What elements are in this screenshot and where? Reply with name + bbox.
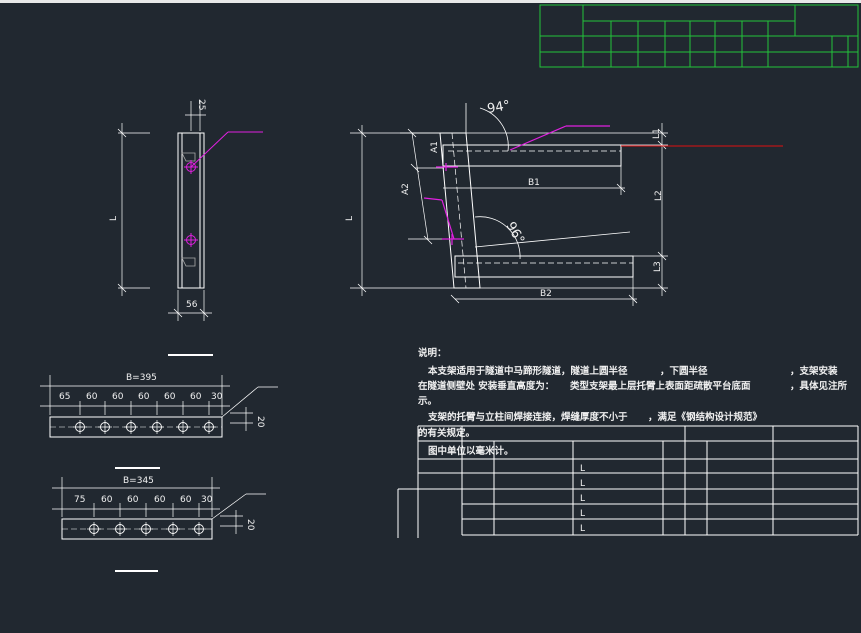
front-view-magenta-marks xyxy=(423,125,610,245)
plate-345-spacing: 30 xyxy=(201,495,213,505)
plate-345-side-dim: 20 xyxy=(245,519,255,531)
title-block-grid xyxy=(539,4,859,68)
table-mark: L xyxy=(580,464,585,474)
plate-345 xyxy=(52,477,266,572)
front-height-label: L xyxy=(345,216,355,221)
side-height-label: L xyxy=(109,216,119,221)
notes-line1-c: ，支架安装 xyxy=(790,365,838,377)
dim-l2: L2 xyxy=(654,190,664,201)
plate-395-spacing: 65 xyxy=(59,392,70,402)
plate-395-spacings: 65 60 60 60 60 60 30 xyxy=(59,392,223,402)
notes-block: 说明： 本支架适用于隧道中马蹄形隧道，隧道上圆半径 ，下圆半径 ，支架安装 在隧… xyxy=(418,347,848,457)
notes-line4: 支架的托臂与立柱间焊接连接，焊缝厚度不小于 xyxy=(427,411,628,423)
plate-345-spacing: 60 xyxy=(101,495,113,505)
plate-395-spacing: 60 xyxy=(190,392,202,402)
notes-line2: 在隧道侧壁处 安装垂直高度为： xyxy=(418,380,554,392)
dim-l1: L1 xyxy=(652,128,662,139)
dim-a2: A2 xyxy=(401,183,411,195)
plate-395-spacing: 60 xyxy=(86,392,98,402)
drawing-svg: 25 L 56 xyxy=(40,4,859,572)
angle-mid-label: 96° xyxy=(503,220,528,247)
table-mark: L xyxy=(580,494,585,504)
plate-395-total: B=395 xyxy=(126,373,157,383)
angle-top-label: 94° xyxy=(486,98,511,117)
plate-345-spacing: 60 xyxy=(154,495,166,505)
notes-title: 说明： xyxy=(418,347,447,359)
notes-line6: 图中单位以毫米计。 xyxy=(428,445,514,457)
plate-345-spacing: 60 xyxy=(127,495,139,505)
plate-345-spacing: 60 xyxy=(180,495,192,505)
plate-395-spacing: 60 xyxy=(164,392,176,402)
table-mark: L xyxy=(580,509,585,519)
notes-line5: 的有关规定。 xyxy=(418,427,475,439)
plate-345-spacing: 75 xyxy=(74,495,85,505)
side-view-magenta-marks xyxy=(184,131,263,247)
table-mark: L xyxy=(580,524,585,534)
spec-table xyxy=(397,425,859,538)
front-view xyxy=(350,103,668,306)
dim-b2: B2 xyxy=(540,289,552,299)
notes-line2-c: ，具体见注所 xyxy=(790,380,848,392)
plate-395-side-dim: 20 xyxy=(255,416,265,428)
notes-line1-b: ，下圆半径 xyxy=(660,365,708,377)
dim-a1: A1 xyxy=(430,141,440,153)
plate-395-spacing: 60 xyxy=(138,392,150,402)
table-mark: L xyxy=(580,479,585,489)
side-view xyxy=(117,101,213,356)
notes-line2-b: 类型支架最上层托臂上表面距疏散平台底面 xyxy=(570,380,751,392)
side-width-dim: 56 xyxy=(186,300,198,310)
side-top-dim: 25 xyxy=(196,99,206,110)
plate-395-spacing: 60 xyxy=(112,392,124,402)
plate-395-spacing: 30 xyxy=(211,392,223,402)
dim-b1: B1 xyxy=(528,178,540,188)
notes-line3: 示。 xyxy=(418,396,437,407)
plate-395 xyxy=(40,375,278,469)
notes-line4-b: ，满足《钢结构设计规范》 xyxy=(648,411,762,423)
notes-line1: 本支架适用于隧道中马蹄形隧道，隧道上圆半径 xyxy=(428,365,628,377)
dim-l3: L3 xyxy=(653,261,663,272)
spec-table-marks: L L L L L xyxy=(580,464,585,534)
plate-345-total: B=345 xyxy=(123,476,154,486)
plate-345-spacings: 75 60 60 60 60 30 xyxy=(74,495,213,505)
